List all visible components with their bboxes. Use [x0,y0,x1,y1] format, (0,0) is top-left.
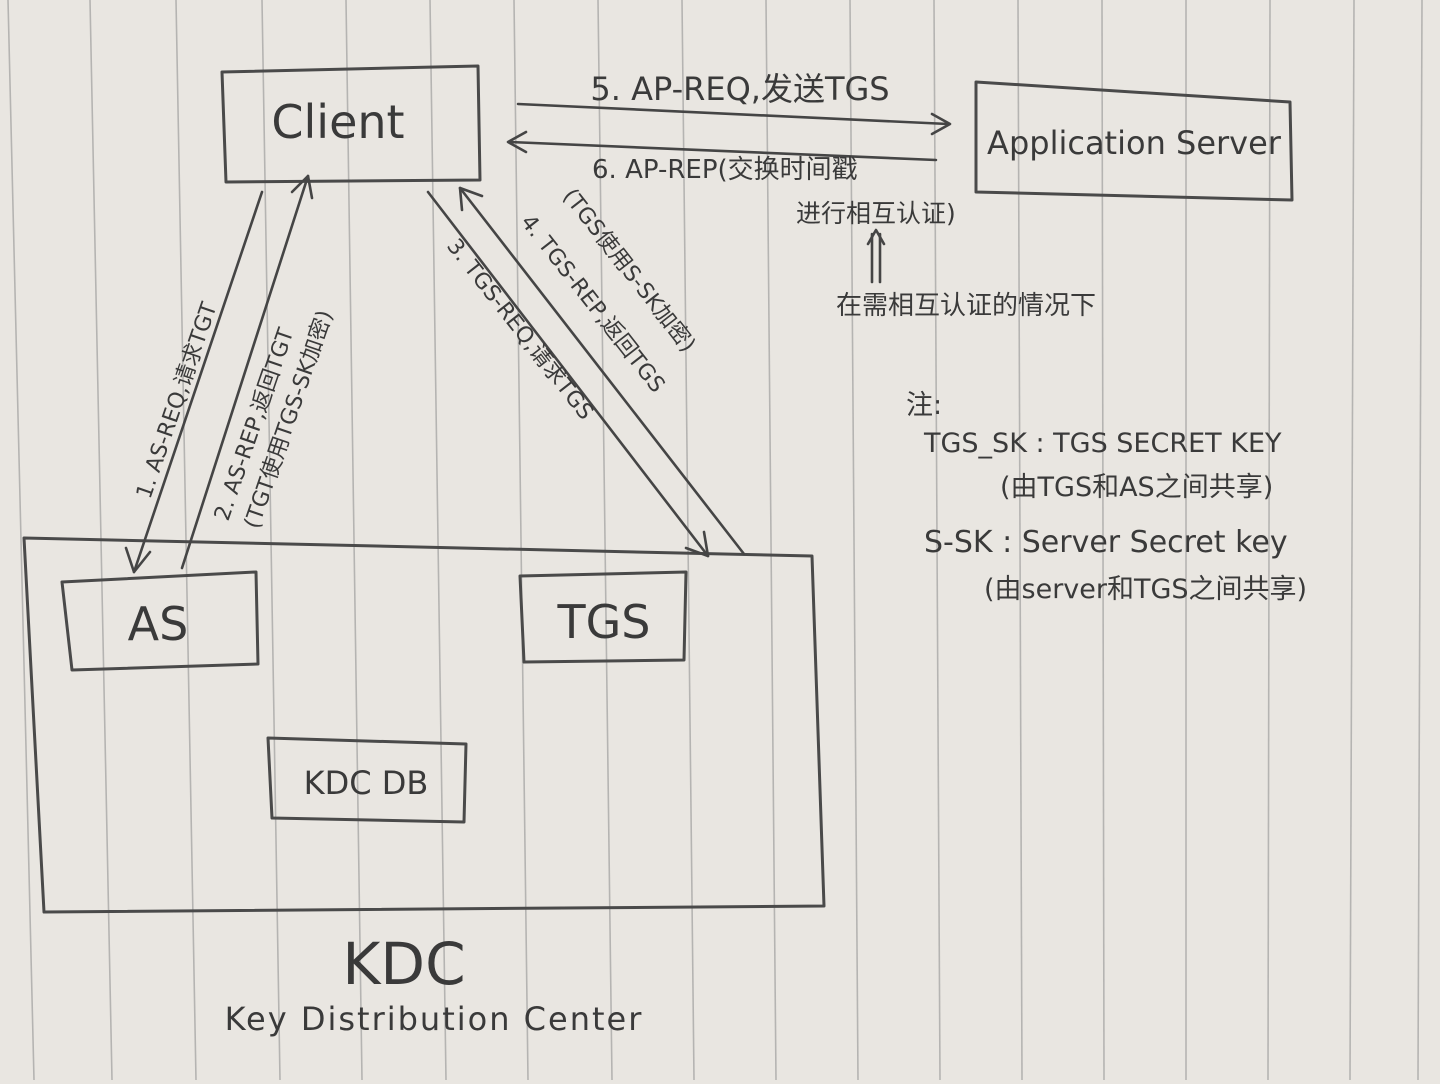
tgs-sk-definition: TGS_SK : TGS SECRET KEY [923,428,1282,459]
ap-rep-condition: 在需相互认证的情况下 [836,291,1096,321]
kdc-title: KDC [342,930,465,998]
kdc-db-label: KDC DB [304,764,429,802]
notes-title: 注: [906,390,942,421]
tgs-node: TGS [518,570,688,664]
arrow-ap-req: 5. AP-REQ,发送TGS [516,70,952,136]
kdc-db-node: KDC DB [266,736,468,824]
arrow-tgs-req: 3. TGS-REQ,请求TGS [426,190,710,558]
kdc-full-name: Key Distribution Center [225,1000,644,1038]
arrow-ap-rep: 6. AP-REP(交换时间戳 进行相互认证) 在需相互认证的情况下 [506,130,1096,321]
arrow-tgs-rep: 4. TGS-REP,返回TGS (TGS使用S-SK加密) [458,184,746,556]
client-node: Client [220,64,482,184]
client-label: Client [271,95,404,149]
arrow-as-rep: 2. AS-REP,返回TGT (TGT使用TGS-SK加密) [180,174,338,570]
tgs-sk-description: (由TGS和AS之间共享) [1000,472,1273,503]
notes-block: 注: TGS_SK : TGS SECRET KEY (由TGS和AS之间共享)… [906,390,1307,605]
tgs-label: TGS [557,595,651,649]
as-node: AS [60,570,260,672]
ap-req-label: 5. AP-REQ,发送TGS [590,70,889,108]
application-server-node: Application Server [974,80,1294,202]
s-sk-description: (由server和TGS之间共享) [984,574,1307,605]
s-sk-definition: S-SK : Server Secret key [924,525,1288,560]
application-server-label: Application Server [987,124,1282,162]
ap-rep-note: 进行相互认证) [796,199,956,228]
ap-rep-label: 6. AP-REP(交换时间戳 [592,155,858,185]
as-label: AS [128,597,189,651]
kdc-container [22,536,826,914]
as-req-label: 1. AS-REQ,请求TGT [132,299,223,502]
